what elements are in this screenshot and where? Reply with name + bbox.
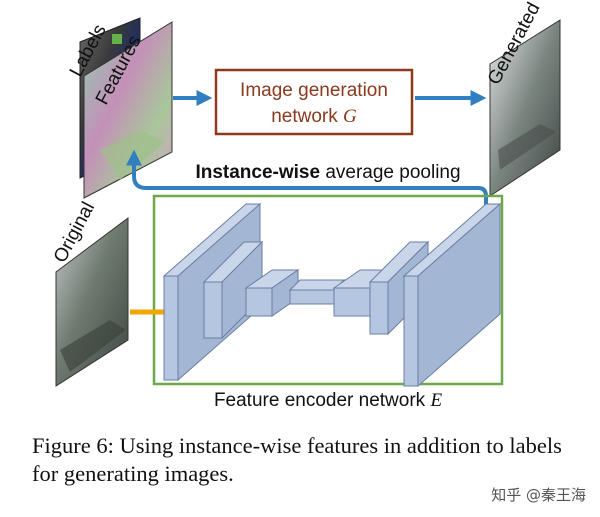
generator-label-line2: network G [271, 106, 357, 127]
encoder-block-4-front [289, 289, 335, 305]
encoder-block-3-front [245, 287, 273, 317]
original-panel [55, 217, 129, 387]
encoder-block-5-front [333, 287, 371, 317]
encoder-block-7-front [403, 275, 419, 387]
encoder-block-2-front [203, 281, 223, 339]
generator-box [214, 68, 414, 136]
encoder-box [152, 194, 504, 386]
encoder-block-1-front [163, 275, 179, 381]
pooling-label: Instance-wise average pooling [195, 162, 460, 183]
caption-line-2: for generating images. [32, 461, 234, 486]
figure-caption: Figure 6: Using instance-wise features i… [32, 432, 592, 488]
watermark: 知乎 @秦王海 [491, 486, 586, 504]
encoder-label: Feature encoder network E [214, 390, 443, 411]
encoder-blocks [162, 202, 502, 388]
pooling-feedback-arrow [126, 149, 488, 208]
caption-line-1: Figure 6: Using instance-wise features i… [32, 433, 562, 458]
encoder-block-6-front [369, 281, 389, 335]
features-panel [83, 21, 173, 199]
generated-panel [489, 19, 561, 197]
generator-label-line1: Image generation [240, 80, 388, 101]
